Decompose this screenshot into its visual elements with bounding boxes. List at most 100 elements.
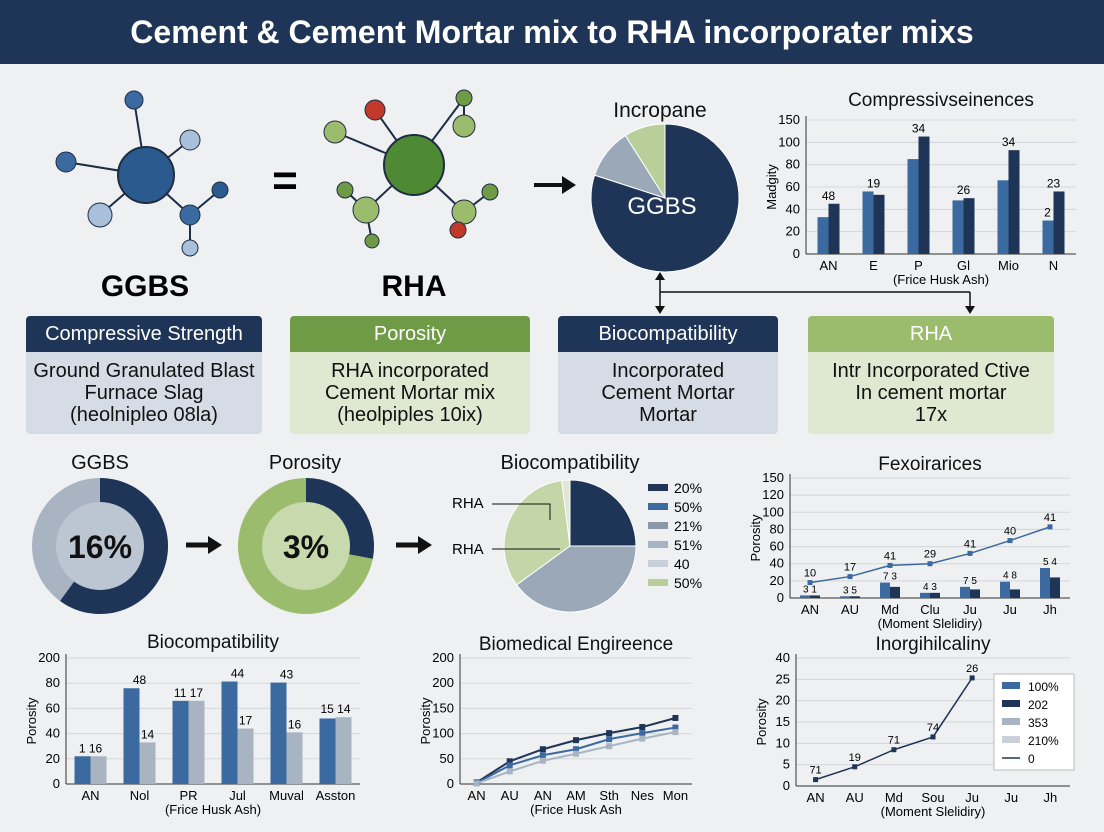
card-line: Mortar: [639, 404, 697, 426]
y-tick-label: 80: [770, 521, 784, 536]
legend-swatch: [1002, 700, 1020, 707]
bar-data-label: 11 17: [174, 686, 203, 700]
x-tick-label: E: [869, 258, 878, 273]
card-line: 17x: [914, 404, 948, 426]
bar: [270, 682, 287, 784]
bar-data-label: 15 14: [320, 702, 350, 716]
data-point: [606, 730, 613, 737]
data-point: [506, 768, 513, 775]
top-pie-chart: GGBS: [590, 123, 740, 273]
y-tick-label: 0: [447, 776, 454, 791]
data-point: [672, 724, 679, 731]
x-tick-label: Md: [885, 790, 903, 805]
page-title: Cement & Cement Mortar mix to RHA incorp…: [130, 13, 974, 50]
x-axis-label: (Frice Husk Ash): [165, 802, 261, 817]
x-tick-label: Nes: [631, 788, 655, 803]
bar: [828, 203, 840, 254]
legend-swatch: [1002, 718, 1020, 725]
bar: [1008, 150, 1020, 254]
data-point: [1047, 524, 1053, 530]
x-tick-label: Sth: [599, 788, 619, 803]
x-tick-label: Nol: [130, 788, 150, 803]
connector-arrows: [655, 272, 975, 314]
equals-sign: =: [272, 156, 298, 205]
y-tick-label: 50: [440, 751, 454, 766]
data-point: [852, 764, 858, 770]
bar: [880, 582, 890, 598]
y-tick-label: 20: [786, 224, 800, 239]
molecule-diagram: = GGBS RHA: [55, 89, 499, 303]
y-tick-label: 5: [783, 757, 790, 772]
bar: [850, 596, 860, 598]
bar: [1010, 589, 1020, 598]
bar: [810, 595, 820, 598]
x-tick-label: Md: [881, 602, 899, 617]
bar-data-label: 17: [239, 714, 253, 728]
legend-label: 0: [1028, 752, 1035, 766]
data-point: [969, 675, 975, 681]
line-data-label: 29: [924, 549, 936, 561]
data-point: [606, 743, 613, 750]
card-header: RHA: [808, 316, 1054, 352]
arrow-right-icon: [534, 176, 576, 194]
data-point: [927, 561, 933, 567]
bar-data-label: 2: [1044, 206, 1051, 220]
bar-data-label: 7 3: [883, 572, 897, 583]
bar-data-label: 16: [288, 717, 302, 731]
x-tick-label: Mon: [663, 788, 688, 803]
data-point: [573, 750, 579, 757]
legend-label: 353: [1028, 716, 1048, 730]
x-tick-label: AN: [468, 788, 486, 803]
data-point: [887, 562, 893, 568]
y-tick-label: 40: [776, 650, 790, 665]
bar-data-label: 5 4: [1043, 557, 1057, 568]
x-tick-label: Gl: [957, 258, 970, 273]
legend-label: 50%: [674, 575, 702, 591]
bar: [123, 688, 140, 784]
legend-label: 202: [1028, 698, 1048, 712]
pie-slice: [569, 479, 637, 547]
bio-pie-title: Biocompatibility: [500, 452, 640, 474]
data-point: [847, 574, 853, 580]
data-point: [539, 752, 546, 759]
card-line: (heolpiples 10ix): [337, 404, 483, 426]
x-tick-label: AN: [534, 788, 552, 803]
x-axis-label: (Moment Slelidiry): [878, 616, 983, 631]
bar: [1040, 568, 1050, 598]
y-tick-label: 20: [46, 751, 60, 766]
pie-slice: [624, 123, 666, 200]
x-tick-label: Jh: [1044, 790, 1058, 805]
x-tick-label: Sou: [921, 790, 944, 805]
bar-data-label: 3 1: [803, 584, 817, 595]
card-header: Porosity: [290, 316, 530, 352]
bar-data-label: 7 5: [963, 576, 977, 587]
bar: [286, 732, 303, 784]
y-axis-label: Porosity: [754, 698, 769, 745]
y-tick-label: 100: [762, 504, 784, 519]
bar: [800, 595, 810, 598]
card-line: (heolnipleo 08la): [70, 404, 218, 426]
legend-swatch: [1002, 682, 1020, 689]
bar: [873, 194, 885, 254]
y-tick-label: 40: [770, 556, 784, 571]
x-tick-label: Ju: [963, 602, 977, 617]
card-line: Furnace Slag: [84, 382, 204, 404]
bar: [1042, 220, 1054, 254]
bar: [952, 200, 964, 254]
bar-data-label: 23: [1047, 176, 1061, 190]
y-tick-label: 60: [786, 179, 800, 194]
y-tick-label: 0: [777, 590, 784, 605]
legend-label: 21%: [674, 518, 702, 534]
x-tick-label: AN: [801, 602, 819, 617]
line-data-label: 19: [849, 752, 861, 764]
pie-slice: [590, 123, 740, 273]
bar: [817, 217, 829, 254]
y-tick-label: 0: [793, 246, 800, 261]
data-point: [639, 735, 646, 742]
y-axis-label: Porosity: [748, 514, 763, 561]
